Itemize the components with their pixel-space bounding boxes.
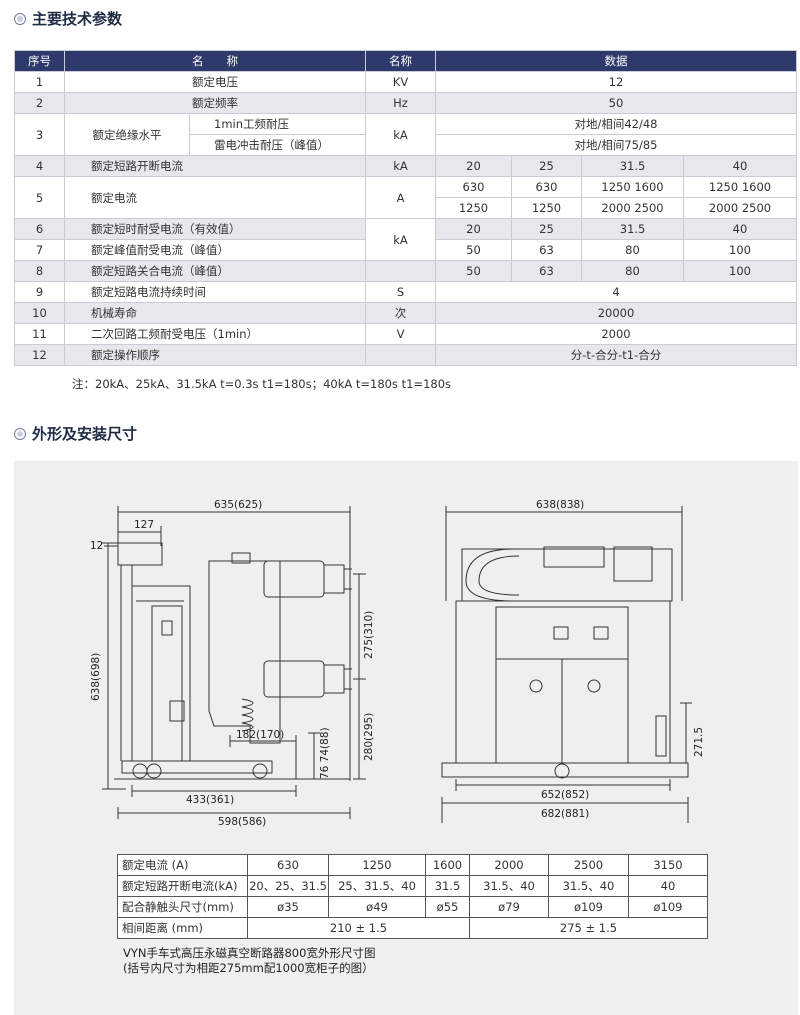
dim-271-5: 271.5 <box>693 727 705 757</box>
table-row: 5 额定电流 A 630 630 1250 1600 1250 1600 <box>14 176 797 219</box>
table-row: 2 额定频率 Hz 50 <box>14 92 797 114</box>
table-row: 1250 1250 2000 2500 2000 2500 <box>15 197 797 219</box>
table-row: 12 额定操作顺序 分-t-合分-t1-合分 <box>14 344 797 366</box>
header-unit: 名称 <box>365 50 436 72</box>
dim-275: 275(310) <box>363 611 375 659</box>
table-row: 11 二次回路工频耐受电压（1min） V 2000 <box>14 323 797 345</box>
table-row: 9 额定短路电流持续时间 S 4 <box>14 281 797 303</box>
dim-280: 280(295) <box>363 713 375 761</box>
dim-127: 127 <box>134 519 154 531</box>
dim-682: 682(881) <box>541 808 589 820</box>
dim-front-top-width: 638(838) <box>536 499 584 511</box>
header-data: 数据 <box>435 50 797 72</box>
circle-bullet-icon <box>14 427 26 440</box>
dim-652: 652(852) <box>541 789 589 801</box>
dim-side-total-width: 635(625) <box>214 499 262 511</box>
params-note: 注：20kA、25kA、31.5kA t=0.3s t1=180s；40kA t… <box>72 377 452 391</box>
table-row: 额定电流 (A) 630 1250 1600 2000 2500 3150 <box>117 854 708 876</box>
section-title-tech-params: 主要技术参数 <box>14 8 122 29</box>
table-row: 7 额定峰值耐受电流（峰值） 50 63 80 100 <box>14 239 797 261</box>
dimension-spec-table: 额定电流 (A) 630 1250 1600 2000 2500 3150 额定… <box>117 854 708 939</box>
tech-params-table: 序号 名 称 名称 数据 1 额定电压 KV 12 2 额定频率 Hz 50 3… <box>14 50 797 366</box>
table-row: 8 额定短路关合电流（峰值） 50 63 80 100 <box>14 260 797 282</box>
section-title-dimensions: 外形及安装尺寸 <box>14 423 137 444</box>
dim-182: 182(170) <box>236 729 284 741</box>
table-row: 10 机械寿命 次 20000 <box>14 302 797 324</box>
dim-598: 598(586) <box>218 816 266 828</box>
table-row: 3 额定绝缘水平 1min工频耐压 kA 对地/相间42/48 <box>14 113 797 156</box>
table-row: 1 额定电压 KV 12 <box>14 71 797 93</box>
circle-bullet-icon <box>14 12 26 25</box>
table-row: 4 额定短路开断电流 kA 20 25 31.5 40 <box>14 155 797 177</box>
drawing-caption: VYN手车式高压永磁真空断路器800宽外形尺寸图 (括号内尺寸为相距275mm配… <box>123 946 376 975</box>
table-header-row: 序号 名 称 名称 数据 <box>14 50 797 72</box>
table-row: 相间距离 (mm) 210 ± 1.5 275 ± 1.5 <box>117 917 708 939</box>
dim-side-height: 638(698) <box>90 653 102 701</box>
technical-drawing: 635(625) 127 12 638(698) 275(310) 280(29… <box>90 499 705 828</box>
dim-12: 12 <box>90 540 103 552</box>
table-row: 6 额定短时耐受电流（有效值） kA 20 25 31.5 40 <box>14 218 797 261</box>
table-row: 额定短路开断电流(kA) 20、25、31.5 25、31.5、40 31.5 … <box>117 875 708 897</box>
header-no: 序号 <box>14 50 65 72</box>
dim-76-74: 76 74(88) <box>319 727 331 779</box>
dim-433: 433(361) <box>186 794 234 806</box>
header-name: 名 称 <box>64 50 366 72</box>
table-row: 配合静触头尺寸(mm) ø35 ø49 ø55 ø79 ø109 ø109 <box>117 896 708 918</box>
